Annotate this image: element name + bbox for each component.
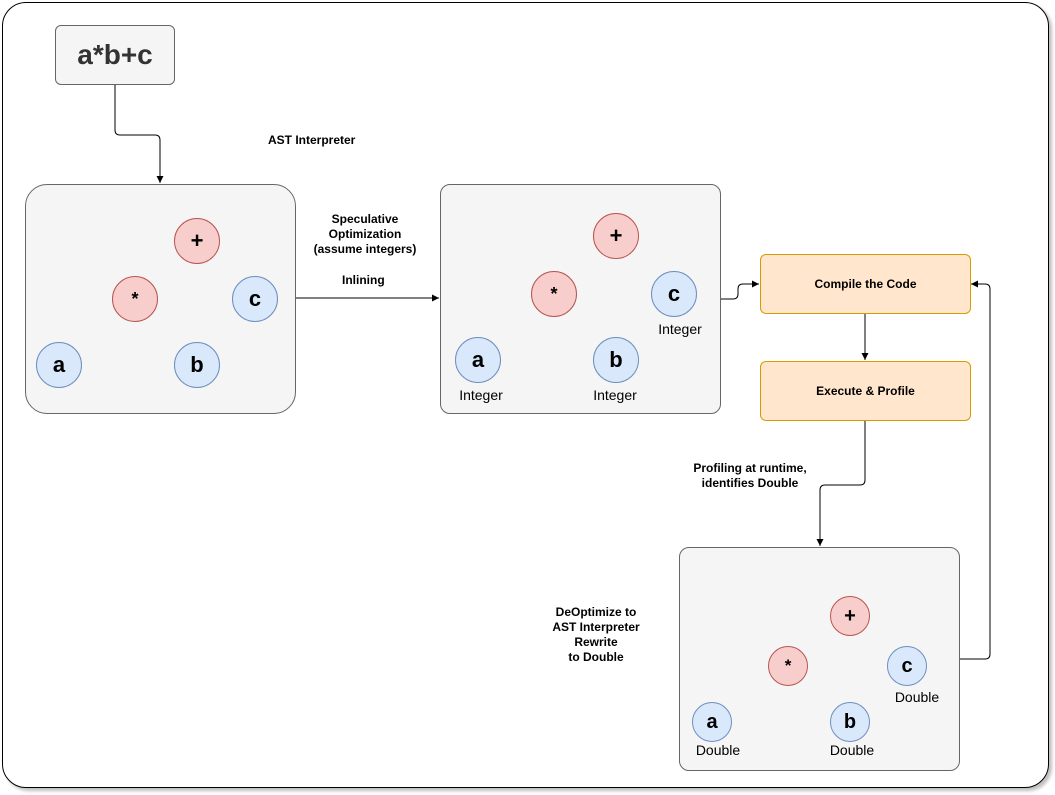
ast-b-node: b [174,342,220,388]
ast-times-node: * [112,276,158,322]
integer-times-node: * [531,271,577,317]
double-plus-node: + [830,596,870,636]
arrow-double-to-compile [959,280,991,660]
ast-plus-node: + [174,218,220,264]
arrow-expr-to-ast [114,85,164,183]
double-a-node: a [692,702,732,742]
integer-a-node: a [455,337,501,383]
arrow-integer-to-compile [721,280,759,300]
integer-c-node: c [651,271,697,317]
integer-b-node: b [593,337,639,383]
compile-step: Compile the Code [760,254,971,314]
ast-c-node: c [232,276,278,322]
integer-b-type: Integer [593,387,637,403]
speculative-optimization-label: Speculative Optimization (assume integer… [313,212,417,256]
double-a-type: Double [695,742,741,758]
integer-plus-node: + [593,213,639,259]
deoptimize-label: DeOptimize to AST Interpreter Rewrite to… [552,605,640,664]
integer-a-type: Integer [459,387,503,403]
ast-interpreter-label: AST Interpreter [268,133,356,147]
double-b-node: b [830,702,870,742]
double-b-type: Double [829,742,875,758]
ast-a-node: a [36,342,82,388]
profiling-label: Profiling at runtime, identifies Double [693,461,807,490]
inlining-label: Inlining [342,273,385,287]
double-c-node: c [887,646,927,686]
double-times-node: * [768,646,808,686]
double-c-type: Double [894,689,940,705]
expression-box: a*b+c [55,25,175,85]
arrow-execute-to-double [816,421,866,546]
execute-step: Execute & Profile [760,361,971,421]
integer-c-type: Integer [658,321,702,337]
